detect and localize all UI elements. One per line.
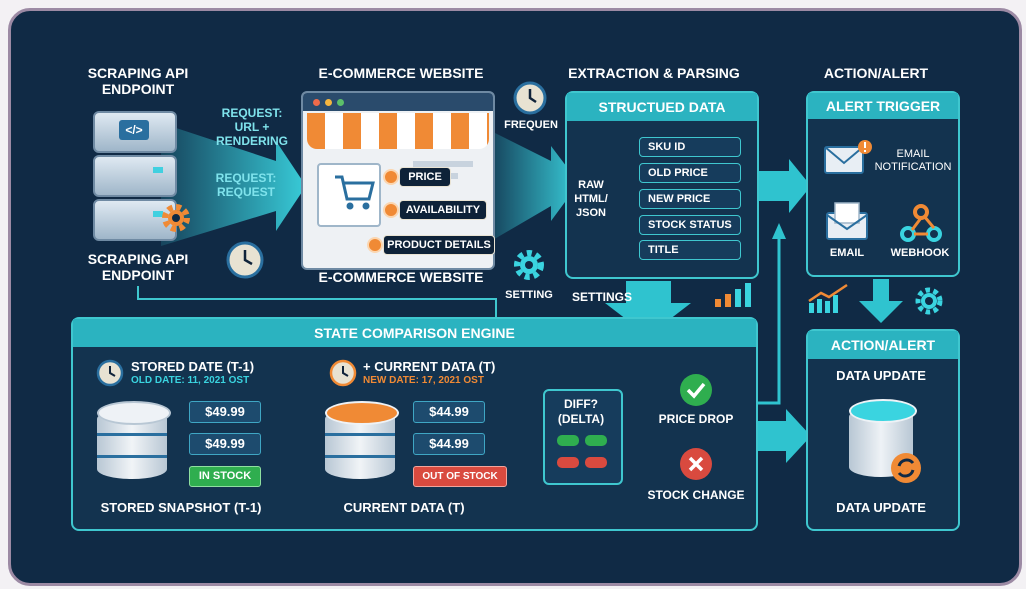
structured-data-title: STRUCTUED DATA [567, 93, 757, 121]
cross-icon [680, 448, 712, 480]
webhook-label: WEBHOOK [890, 247, 950, 259]
code-icon: </> [119, 120, 149, 140]
field-title: TITLE [639, 240, 741, 260]
endpoint-to-engine-line [137, 286, 497, 319]
field-stock-status: STOCK STATUS [639, 215, 741, 235]
setting-gear-icon [514, 250, 544, 280]
email-label: EMAIL [829, 247, 865, 259]
website-to-extraction-arrow [491, 131, 579, 241]
current-clock-icon [329, 359, 357, 387]
request-label-request: REQUEST: REQUEST [215, 171, 277, 199]
action-gear-icon [915, 287, 943, 315]
webhook-icon [900, 204, 942, 242]
tag-price: PRICE [399, 167, 451, 187]
stored-price-2: $49.99 [189, 433, 261, 455]
field-sku-id: SKU ID [639, 137, 741, 157]
diff-change-indicator-1 [557, 457, 579, 468]
diagram-canvas: SCRAPING API ENDPOINT </> SCRAPING API E… [8, 8, 1022, 586]
extraction-to-engine-arrow [605, 281, 691, 336]
current-stock-badge: OUT OF STOCK [413, 466, 507, 487]
price-tag-dot [383, 169, 399, 185]
alert-to-action-arrow [859, 279, 903, 323]
settings-label: SETTINGS [571, 290, 632, 304]
current-price-2: $44.99 [413, 433, 485, 455]
availability-tag-dot [383, 202, 399, 218]
current-database-icon [325, 401, 399, 481]
alert-trigger-title: ALERT TRIGGER [808, 93, 958, 119]
setting-label: SETTING [505, 289, 553, 301]
email-notification-label: EMAIL NOTIFICATION [874, 148, 952, 173]
gear-icon [162, 204, 190, 232]
frequency-label: FREQUEN [504, 119, 558, 131]
stored-title: STORED DATE (T-1) [131, 359, 255, 374]
stored-stock-badge: IN STOCK [189, 466, 261, 487]
data-update-bottom-label: DATA UPDATE [836, 500, 926, 515]
field-new-price: NEW PRICE [639, 189, 741, 209]
stored-subtitle: OLD DATE: 11, 2021 OST [131, 375, 250, 386]
action-title: ACTION/ALERT [823, 65, 929, 81]
engine-to-update-arrow [756, 409, 811, 463]
extraction-to-alert-arrow [756, 159, 811, 213]
update-database-icon [849, 399, 917, 479]
diff-match-indicator-1 [557, 435, 579, 446]
frequency-clock-icon [513, 81, 547, 115]
tag-availability: AVAILABILITY [399, 200, 487, 220]
stored-clock-icon [96, 359, 124, 387]
stored-price-1: $49.99 [189, 401, 261, 423]
server-stack: </> [93, 111, 177, 241]
diff-box [543, 389, 623, 485]
diff-match-indicator-2 [585, 435, 607, 446]
current-price-1: $44.99 [413, 401, 485, 423]
extraction-title: EXTRACTION & PARSING [568, 65, 740, 81]
data-update-panel: ACTION/ALERT [806, 329, 960, 531]
stock-change-label: STOCK CHANGE [647, 488, 745, 502]
endpoint-title-top: SCRAPING API ENDPOINT [87, 65, 189, 97]
ecommerce-title-bottom: E-COMMERCE WEBSITE [318, 269, 484, 285]
email-alert-icon [824, 140, 872, 174]
ecommerce-title-top: E-COMMERCE WEBSITE [318, 65, 484, 81]
bar-chart-icon [715, 283, 751, 307]
field-old-price: OLD PRICE [639, 163, 741, 183]
refresh-icon [891, 453, 921, 483]
engine-to-alert-arrowhead [772, 223, 786, 239]
current-title: + CURRENT DATA (T) [363, 359, 496, 374]
endpoint-title-bottom: SCRAPING API ENDPOINT [87, 251, 189, 283]
check-icon [680, 374, 712, 406]
current-data-label: CURRENT DATA (T) [343, 500, 465, 515]
price-drop-label: PRICE DROP [658, 412, 734, 426]
email-icon [826, 202, 868, 240]
engine-to-alert-line [756, 236, 781, 405]
shopping-cart-icon [335, 175, 375, 210]
diff-change-indicator-2 [585, 457, 607, 468]
state-comparison-engine-panel: STATE COMPARISON ENGINE [71, 317, 758, 531]
details-tag-dot [367, 237, 383, 253]
clock-icon [226, 241, 264, 279]
engine-title: STATE COMPARISON ENGINE [73, 319, 756, 347]
diff-title: DIFF? (DELTA) [557, 397, 605, 426]
current-subtitle: NEW DATE: 17, 2021 OST [363, 375, 484, 386]
stored-database-icon [97, 401, 171, 481]
request-arrow [161, 123, 306, 246]
stored-snapshot-label: STORED SNAPSHOT (T-1) [100, 500, 262, 515]
alert-trigger-panel: ALERT TRIGGER [806, 91, 960, 277]
storefront-awning [307, 113, 489, 149]
data-update-top-label: DATA UPDATE [836, 368, 926, 383]
request-label-url: REQUEST: URL + RENDERING [215, 106, 288, 148]
trend-chart-icon [808, 283, 848, 313]
raw-html-json-label: RAW HTML/ JSON [574, 179, 608, 219]
tag-product-details: PRODUCT DETAILS [383, 235, 495, 255]
data-update-panel-title: ACTION/ALERT [808, 331, 958, 359]
